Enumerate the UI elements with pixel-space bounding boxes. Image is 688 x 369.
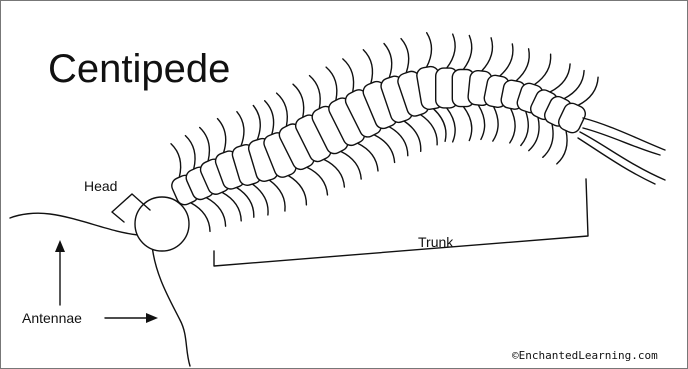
copyright-text: ©EnchantedLearning.com [512, 349, 658, 362]
centipede-head [135, 197, 189, 251]
trunk-label: Trunk [418, 234, 454, 250]
diagram-title: Centipede [48, 47, 230, 91]
head-label: Head [84, 178, 117, 194]
antennae-label: Antennae [22, 310, 82, 326]
